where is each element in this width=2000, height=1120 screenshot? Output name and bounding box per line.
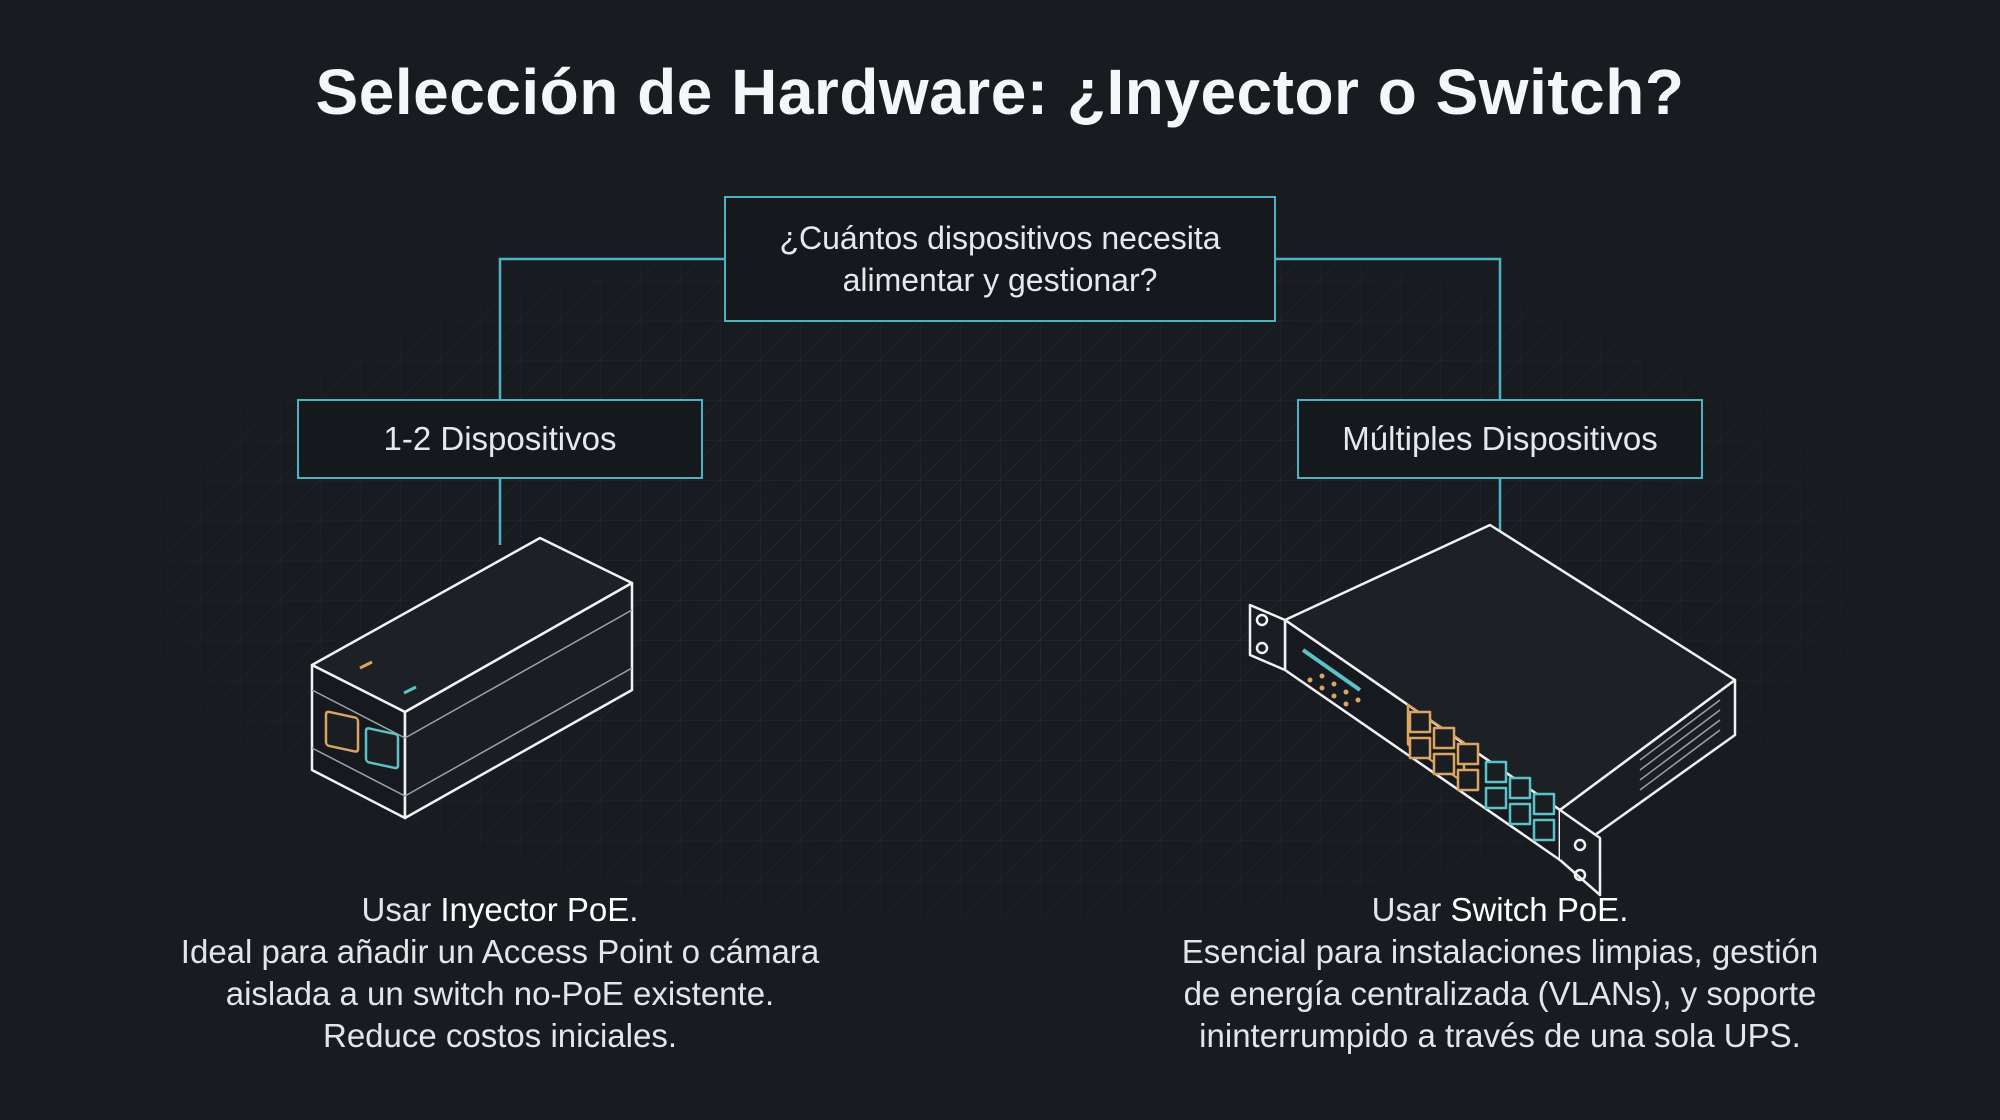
switch-recommendation: Usar Switch PoE. Esencial para instalaci… xyxy=(1100,889,1900,1057)
switch-recommendation-title: Usar Switch PoE. xyxy=(1100,889,1900,931)
poe-injector-icon xyxy=(310,536,634,820)
switch-desc-line-3: ininterrumpido a través de una sola UPS. xyxy=(1199,1017,1801,1054)
option-few-devices-label: 1-2 Dispositivos xyxy=(383,420,617,457)
decision-question-box: ¿Cuántos dispositivos necesita alimentar… xyxy=(724,196,1276,322)
option-many-devices: Múltiples Dispositivos xyxy=(1297,399,1703,479)
switch-desc-line-1: Esencial para instalaciones limpias, ges… xyxy=(1181,933,1819,970)
question-line-1: ¿Cuántos dispositivos necesita xyxy=(779,220,1221,256)
injector-recommendation-title: Usar Inyector PoE. xyxy=(100,889,900,931)
page-title: Selección de Hardware: ¿Inyector o Switc… xyxy=(315,56,1685,128)
injector-lead-prefix: Usar xyxy=(361,891,441,928)
switch-lead-prefix: Usar xyxy=(1371,891,1451,928)
switch-lead-strong: Switch PoE. xyxy=(1450,891,1629,928)
injector-lead-strong: Inyector PoE. xyxy=(440,891,639,928)
injector-desc-line-3: Reduce costos iniciales. xyxy=(322,1017,677,1054)
injector-desc-line-1: Ideal para añadir un Access Point o cáma… xyxy=(180,933,820,970)
question-line-2: alimentar y gestionar? xyxy=(842,262,1158,298)
option-few-devices: 1-2 Dispositivos xyxy=(297,399,703,479)
poe-switch-icon xyxy=(1248,523,1737,897)
switch-desc-line-2: de energía centralizada (VLANs), y sopor… xyxy=(1183,975,1817,1012)
injector-recommendation: Usar Inyector PoE. Ideal para añadir un … xyxy=(100,889,900,1057)
injector-desc-line-2: aislada a un switch no-PoE existente. xyxy=(225,975,775,1012)
connector-lines xyxy=(498,257,1502,545)
option-many-devices-label: Múltiples Dispositivos xyxy=(1342,420,1658,457)
